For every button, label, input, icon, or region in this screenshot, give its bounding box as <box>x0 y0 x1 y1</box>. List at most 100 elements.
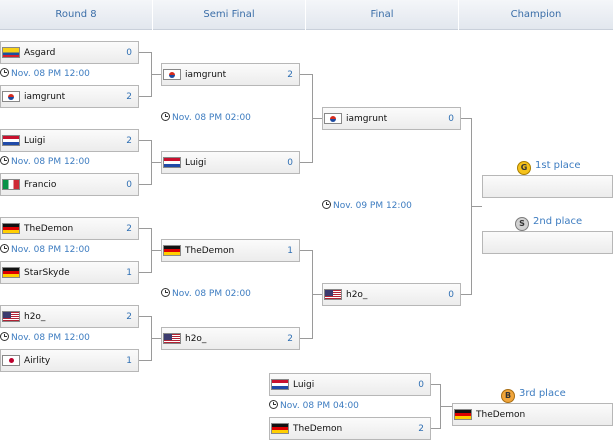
player-name: h2o_ <box>346 290 368 300</box>
player-score: 0 <box>287 158 293 168</box>
match-schedule[interactable]: Nov. 08 PM 12:00 <box>0 155 90 169</box>
japan-flag-icon <box>2 355 20 366</box>
player-name: Francio <box>24 180 57 190</box>
player-slot[interactable]: TheDemon 2 <box>0 217 139 240</box>
player-score: 2 <box>287 334 293 344</box>
player-score: 1 <box>126 268 132 278</box>
player-slot[interactable]: iamgrunt 2 <box>0 85 139 108</box>
silver-medal-icon: S <box>515 217 529 231</box>
bracket-connector <box>151 250 161 251</box>
match-time: Nov. 08 PM 12:00 <box>11 245 90 255</box>
match-schedule[interactable]: Nov. 09 PM 12:00 <box>322 199 412 213</box>
germany-flag-icon <box>454 409 472 420</box>
match-schedule[interactable]: Nov. 08 PM 12:00 <box>0 331 90 345</box>
player-slot[interactable]: h2o_ 2 <box>161 327 300 350</box>
usa-flag-icon <box>324 289 342 300</box>
clock-icon <box>161 288 170 297</box>
player-name: TheDemon <box>476 410 526 420</box>
bronze-medal-icon: B <box>501 389 515 403</box>
bracket-header: Round 8 Semi Final Final Champion <box>0 0 613 30</box>
place-label: 3rd place <box>519 388 566 399</box>
player-name: Airlity <box>24 356 51 366</box>
player-score: 1 <box>287 246 293 256</box>
match-time: Nov. 08 PM 02:00 <box>172 289 251 299</box>
clock-icon <box>269 400 278 409</box>
match-time: Nov. 08 PM 12:00 <box>11 69 90 79</box>
match-time: Nov. 08 PM 12:00 <box>11 157 90 167</box>
bracket-connector <box>151 74 161 75</box>
germany-flag-icon <box>163 245 181 256</box>
third-place-slot[interactable]: TheDemon <box>452 403 613 426</box>
player-score: 2 <box>418 424 424 434</box>
korea-flag-icon <box>2 91 20 102</box>
player-name: iamgrunt <box>24 92 66 102</box>
player-slot[interactable]: h2o_ 0 <box>322 283 461 306</box>
bracket-connector <box>300 74 313 75</box>
match-schedule[interactable]: Nov. 08 PM 02:00 <box>161 111 251 125</box>
player-slot[interactable]: Luigi 0 <box>161 151 300 174</box>
korea-flag-icon <box>324 113 342 124</box>
header-final: Final <box>306 0 459 30</box>
player-slot[interactable]: h2o_ 2 <box>0 305 139 328</box>
bracket-connector <box>139 140 152 141</box>
player-name: iamgrunt <box>346 114 388 124</box>
second-place-label: S 2nd place <box>515 214 583 231</box>
bracket-connector <box>312 294 323 295</box>
bracket-connector <box>300 250 313 251</box>
bracket-connector <box>300 162 313 163</box>
player-name: StarSkyde <box>24 268 70 278</box>
clock-icon <box>0 244 9 253</box>
player-slot[interactable]: iamgrunt 2 <box>161 63 300 86</box>
first-place-slot[interactable] <box>482 175 613 198</box>
second-place-slot[interactable] <box>482 231 613 254</box>
player-score: 0 <box>126 180 132 190</box>
match-schedule[interactable]: Nov. 08 PM 04:00 <box>269 399 359 413</box>
place-label: 1st place <box>535 160 581 171</box>
bracket-connector <box>139 96 152 97</box>
player-score: 2 <box>126 224 132 234</box>
header-round8: Round 8 <box>0 0 153 30</box>
korea-flag-icon <box>163 69 181 80</box>
clock-icon <box>0 68 9 77</box>
netherlands-flag-icon <box>2 135 20 146</box>
player-slot[interactable]: Airlity 1 <box>0 349 139 372</box>
player-score: 2 <box>126 136 132 146</box>
player-name: Luigi <box>24 136 46 146</box>
bracket-connector <box>139 184 152 185</box>
bracket-connector <box>300 338 313 339</box>
bracket-connector <box>440 406 452 407</box>
first-place-label: G 1st place <box>517 158 581 175</box>
match-time: Nov. 09 PM 12:00 <box>333 201 412 211</box>
netherlands-flag-icon <box>271 379 289 390</box>
place-label: 2nd place <box>533 216 583 227</box>
clock-icon <box>0 156 9 165</box>
colombia-flag-icon <box>2 47 20 58</box>
player-slot[interactable]: Francio 0 <box>0 173 139 196</box>
gold-medal-icon: G <box>517 161 531 175</box>
match-schedule[interactable]: Nov. 08 PM 02:00 <box>161 287 251 301</box>
header-semifinal: Semi Final <box>153 0 306 30</box>
player-slot[interactable]: TheDemon 2 <box>269 417 431 440</box>
player-slot[interactable]: iamgrunt 0 <box>322 107 461 130</box>
player-name: TheDemon <box>293 424 343 434</box>
player-slot[interactable]: Luigi 0 <box>269 373 431 396</box>
player-slot[interactable]: TheDemon 1 <box>161 239 300 262</box>
player-score: 2 <box>126 92 132 102</box>
header-champion: Champion <box>510 9 562 20</box>
italy-flag-icon <box>2 179 20 190</box>
player-score: 1 <box>126 356 132 366</box>
match-schedule[interactable]: Nov. 08 PM 12:00 <box>0 243 90 257</box>
player-slot[interactable]: Luigi 2 <box>0 129 139 152</box>
bracket-connector <box>139 316 152 317</box>
match-time: Nov. 08 PM 02:00 <box>172 113 251 123</box>
germany-flag-icon <box>271 423 289 434</box>
player-score: 2 <box>126 312 132 322</box>
germany-flag-icon <box>2 267 20 278</box>
player-name: TheDemon <box>24 224 74 234</box>
player-slot[interactable]: StarSkyde 1 <box>0 261 139 284</box>
bracket-connector <box>139 52 152 53</box>
player-slot[interactable]: Asgard 0 <box>0 41 139 64</box>
player-score: 0 <box>418 380 424 390</box>
match-schedule[interactable]: Nov. 08 PM 12:00 <box>0 67 90 81</box>
player-name: Luigi <box>293 380 315 390</box>
